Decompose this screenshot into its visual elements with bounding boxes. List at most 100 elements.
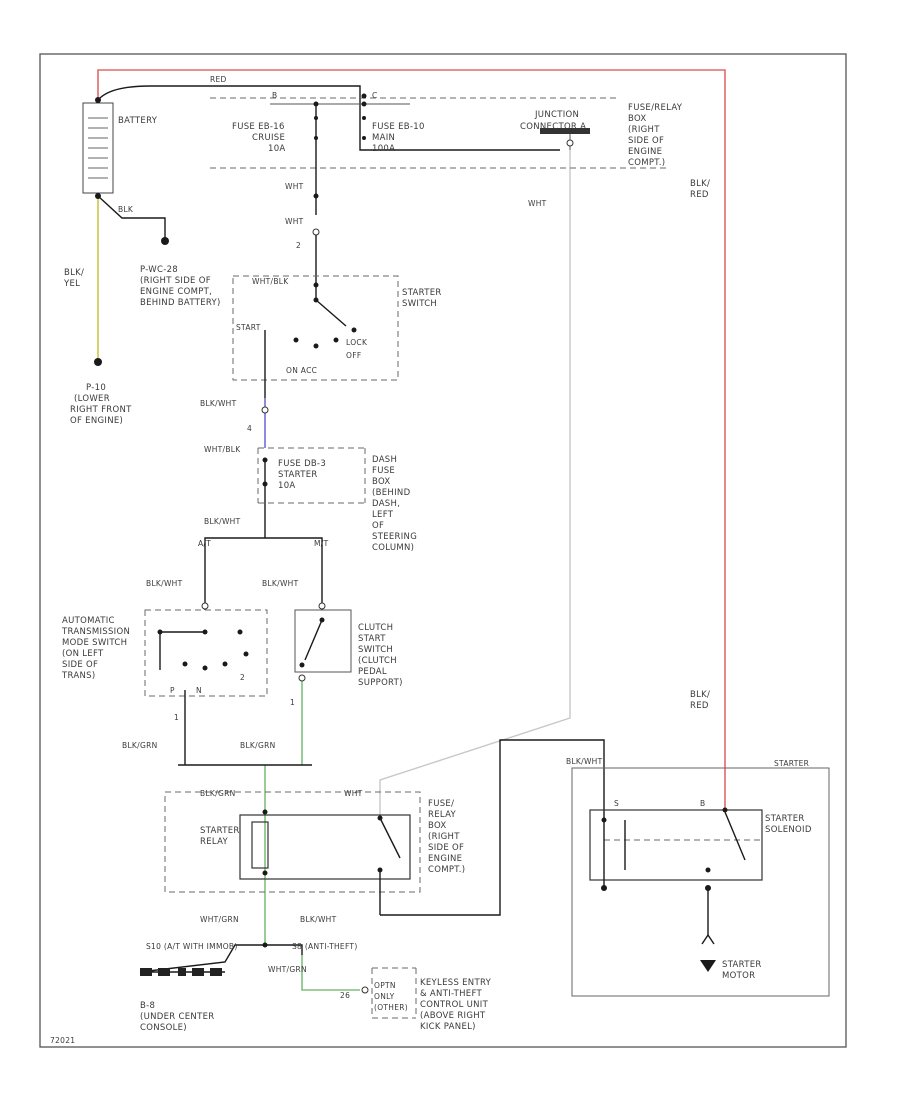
clutch-label-2: START <box>358 634 386 644</box>
starter-switch-label-1: STARTER <box>402 288 442 298</box>
atm-pin-1: 1 <box>174 713 179 722</box>
atm-label-2: TRANSMISSION <box>61 627 130 637</box>
atm-label-5: SIDE OF <box>62 660 98 670</box>
blk-grn-tag-2: BLK/GRN <box>240 741 276 750</box>
fuse-relay-box-top <box>210 93 670 215</box>
clutch-label-1: CLUTCH <box>358 623 393 633</box>
keyless-label-3: CONTROL UNIT <box>420 1000 489 1010</box>
switch-out-pin <box>261 406 269 414</box>
relay-label-1: STARTER <box>200 826 240 836</box>
keyless-option-2: ONLY <box>374 992 395 1001</box>
fuse2-line2: MAIN <box>372 133 395 143</box>
motor-label-1: STARTER <box>722 960 762 970</box>
clutch-start-switch <box>294 609 352 682</box>
battery-main-wire <box>97 85 560 151</box>
fuse-box-top-desc-6: COMPT.) <box>628 158 665 168</box>
fuse-box-top-desc-3: (RIGHT <box>628 125 660 135</box>
wht-grn-tag-1: WHT/GRN <box>200 915 239 924</box>
dash-fuse-desc-1: DASH <box>372 455 397 465</box>
fuse1-line1: FUSE EB-16 <box>232 122 285 132</box>
blk-grn-tag-1: BLK/GRN <box>122 741 158 750</box>
blk-wht-tag-4: BLK/WHT <box>262 579 299 588</box>
atm-park: P <box>170 686 175 695</box>
dash-fuse-desc-8: STEERING <box>372 532 417 542</box>
ground-g2-line1: P-10 <box>86 383 106 393</box>
relay-desc-3: BOX <box>428 821 447 831</box>
at-pin <box>201 602 209 610</box>
atm-label-3: MODE SWITCH <box>62 638 127 648</box>
diagram-code: 72021 <box>50 1036 75 1045</box>
relay-desc-4: (RIGHT <box>428 832 460 842</box>
ground-g3-line2: (UNDER CENTER <box>140 1012 214 1022</box>
dash-fuse-line1: FUSE DB-3 <box>278 459 326 469</box>
splice-wire-2 <box>265 944 303 955</box>
clutch-label-6: SUPPORT) <box>358 678 403 688</box>
fuse-box-c-tag: C <box>372 91 378 100</box>
wht-tag-2: WHT <box>285 217 304 226</box>
fuse-box-top-desc-5: ENGINE <box>628 147 662 157</box>
keyless-pin: 26 <box>340 991 350 1000</box>
ground-g2-line4: OF ENGINE) <box>70 416 123 426</box>
keyless-label-5: KICK PANEL) <box>420 1022 476 1032</box>
keyless-label-2: & ANTI-THEFT <box>420 989 482 999</box>
ground-g3 <box>140 968 222 976</box>
switch-on-acc: ON ACC <box>286 366 317 375</box>
blk-wht-tag-1: BLK/WHT <box>200 399 237 408</box>
ground-g1-line3: ENGINE COMPT, <box>140 287 212 297</box>
starter-pin-s: S <box>614 799 619 808</box>
relay-label-2: RELAY <box>200 837 229 847</box>
atm-neutral: N <box>196 686 202 695</box>
red-battery-wire <box>97 69 726 810</box>
keyless-label-4: (ABOVE RIGHT <box>420 1011 486 1021</box>
red-wire-tag-2-a: BLK/ <box>690 690 710 700</box>
atm-label-6: TRANS) <box>61 671 95 681</box>
fuse2-line1: FUSE EB-10 <box>372 122 425 132</box>
junction-label: JUNCTION <box>534 110 579 120</box>
solenoid-label-2: SOLENOID <box>765 825 812 835</box>
switch-off: OFF <box>346 351 361 360</box>
clutch-label-4: (CLUTCH <box>358 656 397 666</box>
battery-blk-tag: BLK <box>118 205 134 214</box>
clutch-label-3: SWITCH <box>358 645 393 655</box>
relay-wht-wire: WHT <box>344 789 363 798</box>
battery-left-wire-1: BLK/ <box>64 268 84 278</box>
motor-label-2: MOTOR <box>722 971 755 981</box>
starter-switch-label-2: SWITCH <box>402 299 437 309</box>
dash-fuse-desc-2: FUSE <box>372 466 395 476</box>
atm-label-4: (ON LEFT <box>62 649 104 659</box>
fuse1-line3: 10A <box>268 144 286 154</box>
branch-wire <box>204 537 323 545</box>
keyless-label-1: KEYLESS ENTRY <box>420 978 492 988</box>
red-wire-tag-2-b: RED <box>690 701 709 711</box>
relay-desc-1: FUSE/ <box>428 799 454 809</box>
dash-fuse-desc-9: COLUMN) <box>372 543 414 553</box>
blk-wht-tag-5: BLK/WHT <box>300 915 337 924</box>
wht-tag-1: WHT <box>285 182 304 191</box>
dash-fuse-line2: STARTER <box>278 470 318 480</box>
ground-g2-line3: RIGHT FRONT <box>70 405 132 415</box>
keyless-option-3: (OTHER) <box>374 1003 408 1012</box>
mt-tag: M/T <box>314 539 329 548</box>
dash-fuse-line3: 10A <box>278 481 296 491</box>
fuse-box-b-tag: B <box>272 91 277 100</box>
starter-block: STARTER <box>774 759 809 768</box>
wht-node-1 <box>313 193 319 199</box>
clutch-label-5: PEDAL <box>358 667 387 677</box>
ground-g1-node <box>161 237 169 245</box>
starter-wire-top: BLK/WHT <box>566 757 603 766</box>
mt-pin <box>318 602 326 610</box>
battery-red-tag: RED <box>210 75 227 84</box>
gray-relay-wire <box>379 150 571 818</box>
switch-out-pin-4: 4 <box>247 424 252 433</box>
dash-fuse-desc-5: DASH, <box>372 499 400 509</box>
blk-wht-tag-2: BLK/WHT <box>204 517 241 526</box>
green-keyless-wire <box>301 955 360 991</box>
splice-s1: S10 (A/T WITH IMMOB) <box>146 942 238 951</box>
battery-left-wire-2: YEL <box>63 279 80 289</box>
starter-relay-box <box>164 739 605 916</box>
dash-fuse-desc-6: LEFT <box>372 510 394 520</box>
ground-g2-node <box>94 358 102 366</box>
atm-d2: 2 <box>240 673 245 682</box>
starter-assembly <box>571 767 830 997</box>
